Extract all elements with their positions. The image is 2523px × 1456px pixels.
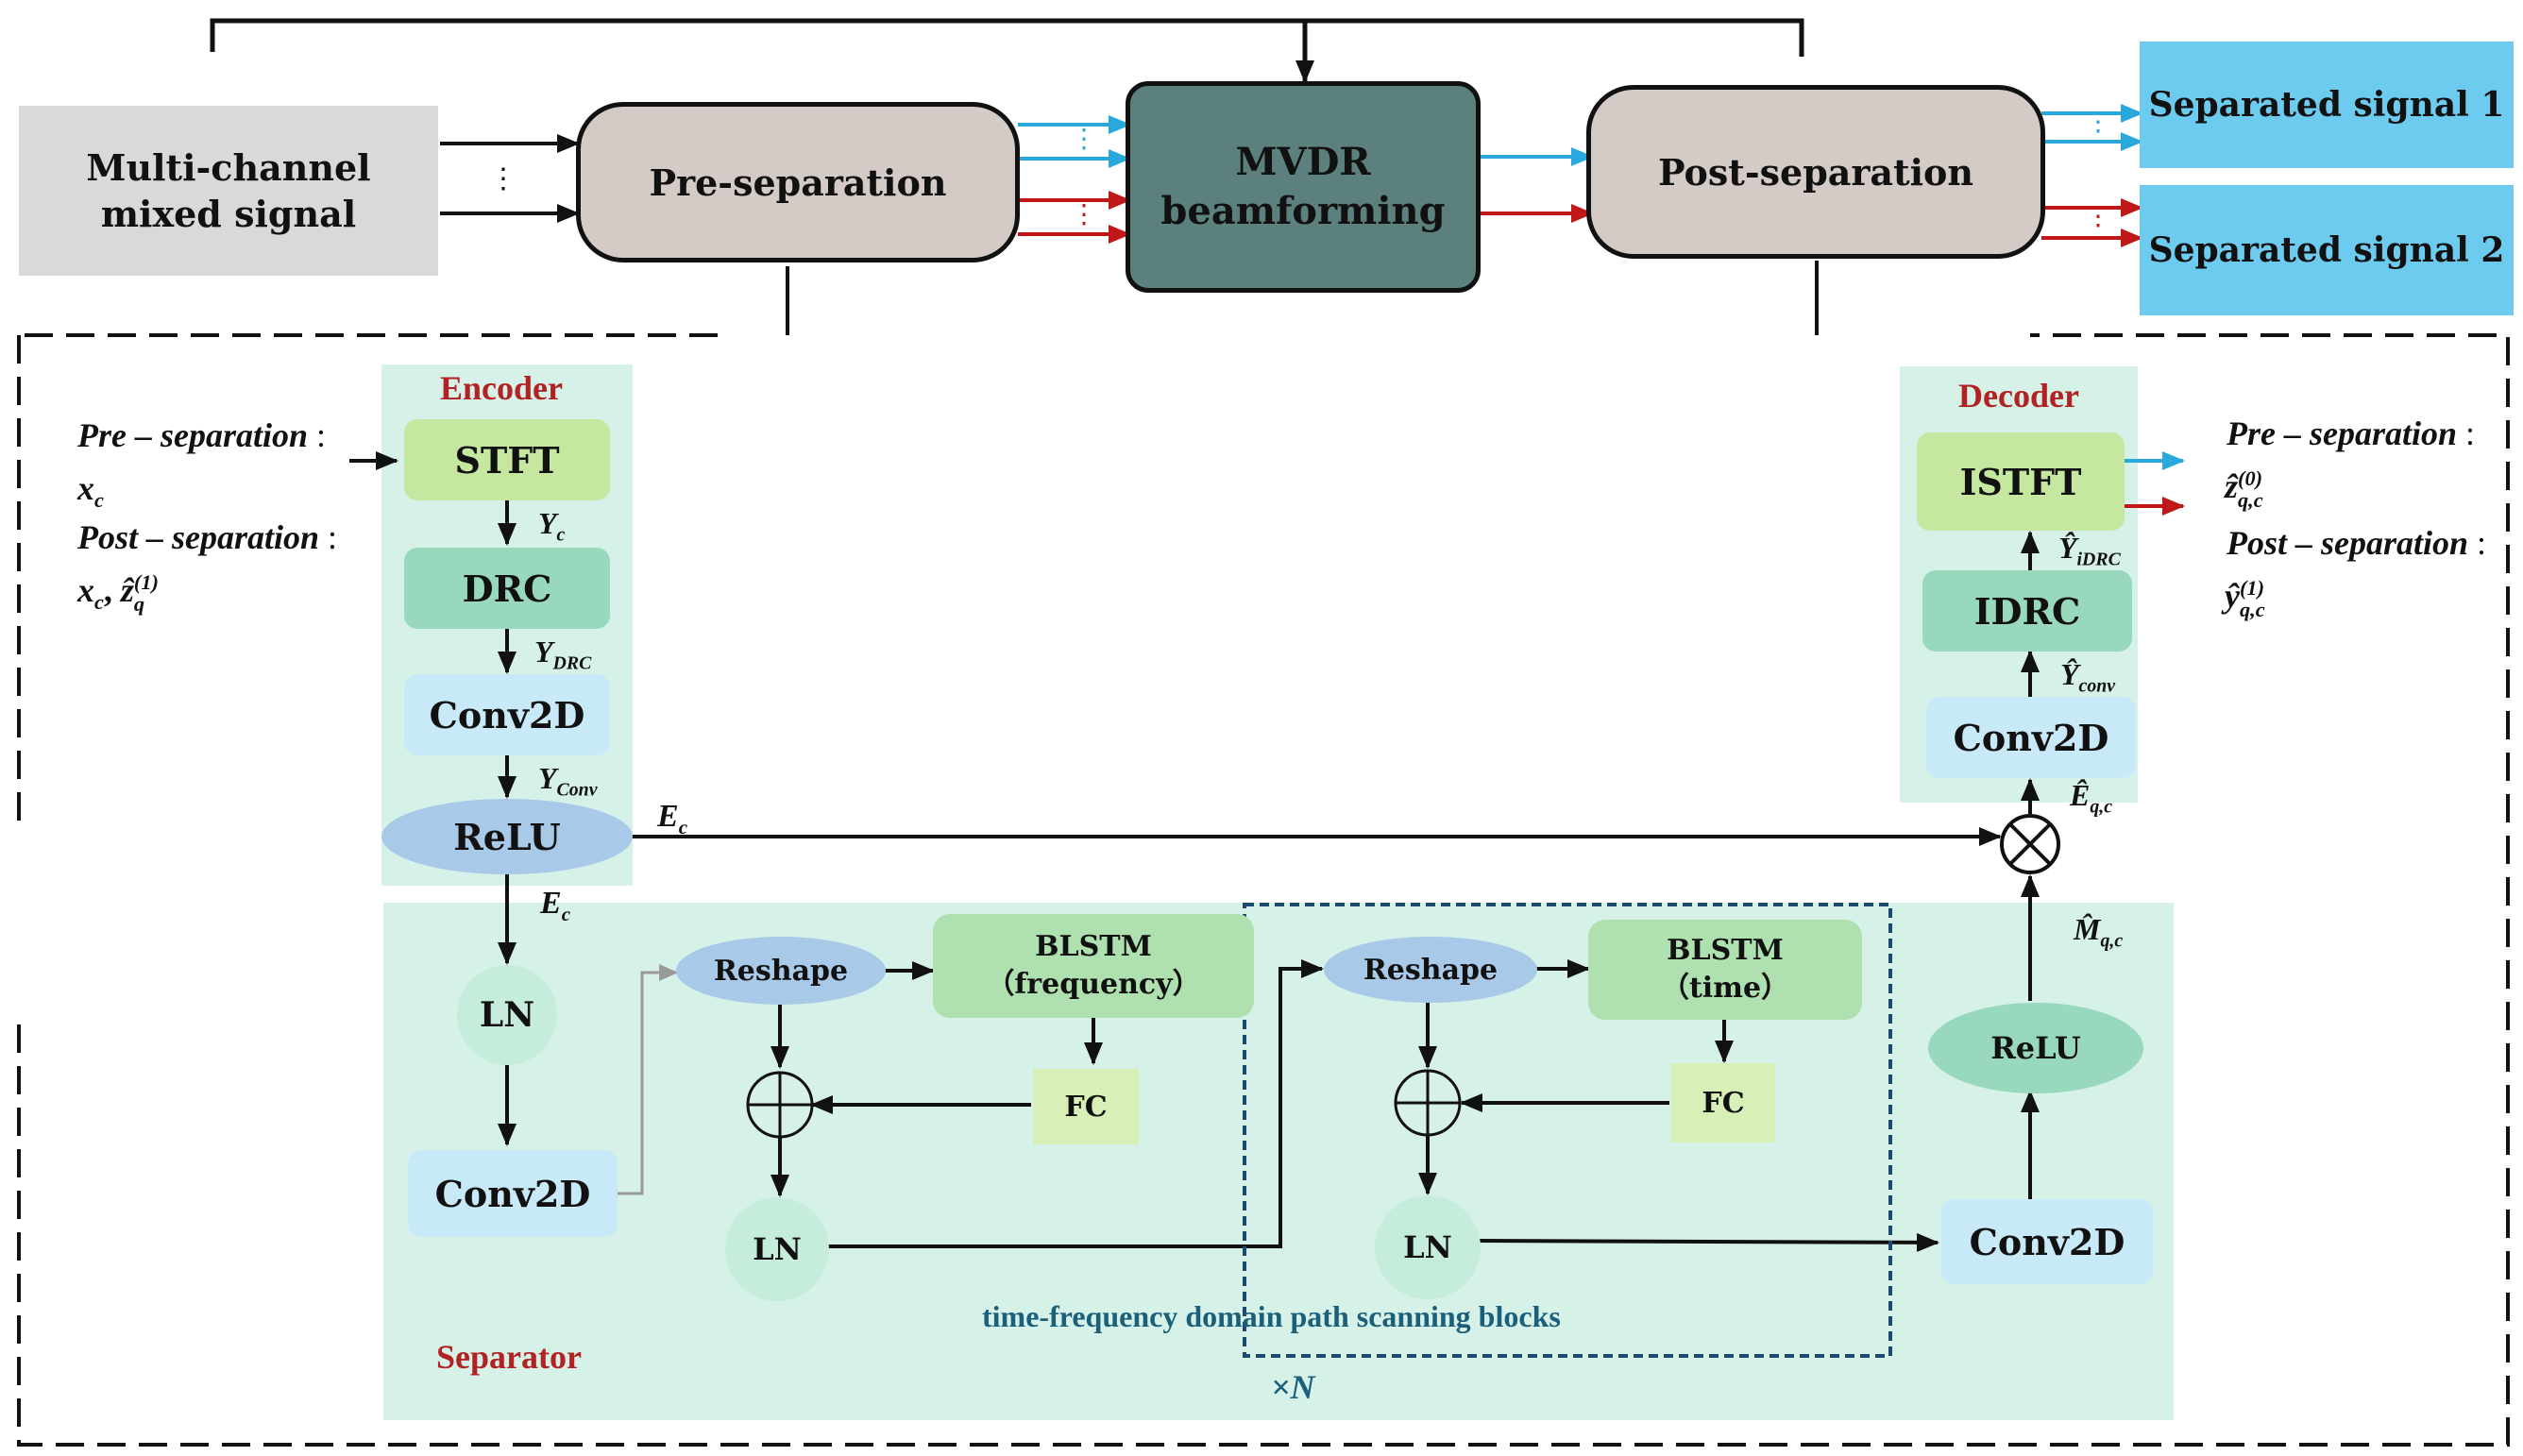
reshape-1-label: Reshape <box>713 954 849 988</box>
mqc-label: M̂q,c <box>2074 912 2124 952</box>
separator-ln-circle: LN <box>457 965 557 1065</box>
encoder-relu-label: ReLU <box>453 815 561 858</box>
pre-separation-box: Pre-separation <box>576 102 1020 262</box>
blstm-time-line1: BLSTM <box>1667 933 1784 967</box>
blstm-time-box: BLSTM （time） <box>1588 920 1862 1020</box>
encoder-input-pre-symbol: xc <box>77 469 104 513</box>
ydec-conv-label: Ŷconv <box>2060 657 2116 697</box>
separator-ln-label: LN <box>479 995 535 1035</box>
separator-conv2d-box: Conv2D <box>408 1150 618 1237</box>
idrc-label: IDRC <box>1973 589 2081 633</box>
post-red-dots: ⋮ <box>2085 202 2111 231</box>
reshape-1-ellipse: Reshape <box>676 937 886 1005</box>
decoder-output-pre-label: Pre – separation : <box>2227 415 2476 452</box>
istft-label: ISTFT <box>1959 460 2082 503</box>
repeat-n-label: ×N <box>1271 1368 1315 1406</box>
separator-title: Separator <box>436 1338 582 1376</box>
ln-3-circle: LN <box>1375 1195 1481 1299</box>
ln-2-label: LN <box>753 1231 802 1267</box>
yconv-label: YConv <box>538 761 598 801</box>
blstm-frequency-line1: BLSTM <box>1035 929 1152 963</box>
decoder-output-post-symbol: ŷ(1)q,c <box>2225 576 2265 621</box>
ln-3-label: LN <box>1403 1229 1452 1265</box>
fc-2-box: FC <box>1671 1063 1775 1143</box>
pre-red-dots: ⋮ <box>1071 200 1097 229</box>
decoder-conv2d-label: Conv2D <box>1953 716 2109 759</box>
mvdr-box: MVDR beamforming <box>1126 81 1481 293</box>
output-signal-1-label: Separated signal 1 <box>2148 85 2505 125</box>
separator-relu-ellipse: ReLU <box>1928 1003 2143 1093</box>
post-separation-box: Post-separation <box>1586 85 2045 259</box>
separator-output-conv2d-box: Conv2D <box>1941 1199 2153 1284</box>
idrc-box: IDRC <box>1922 570 2132 652</box>
separator-relu-label: ReLU <box>1990 1030 2081 1066</box>
encoder-conv2d-box: Conv2D <box>404 674 610 755</box>
decoder-output-pre-symbol: ẑ(0)q,c <box>2225 466 2263 512</box>
stft-label: STFT <box>454 438 560 482</box>
mvdr-label: MVDR beamforming <box>1160 140 1446 233</box>
ec-top-label: Ec <box>657 799 688 838</box>
input-dots: ⋮ <box>489 163 517 195</box>
decoder-output-post-label: Post – separation : <box>2227 524 2487 562</box>
pre-separation-label: Pre-separation <box>649 161 947 204</box>
eqc-label: Êq,c <box>2070 778 2113 818</box>
decoder-conv2d-box: Conv2D <box>1926 697 2136 778</box>
fc-1-box: FC <box>1033 1069 1139 1144</box>
separator-conv2d-label: Conv2D <box>434 1172 591 1215</box>
decoder-title: Decoder <box>1958 377 2079 415</box>
stft-box: STFT <box>404 419 610 500</box>
yc-label: Yc <box>538 506 566 546</box>
istft-box: ISTFT <box>1917 432 2125 531</box>
encoder-title: Encoder <box>440 369 563 407</box>
blstm-frequency-box: BLSTM （frequency） <box>933 914 1254 1018</box>
input-signal-box: Multi-channel mixed signal <box>19 106 438 276</box>
yidrc-label: ŶiDRC <box>2058 531 2121 570</box>
fc-2-label: FC <box>1702 1086 1745 1120</box>
blstm-frequency-line2: （frequency） <box>986 968 1201 1001</box>
post-blue-dots: ⋮ <box>2085 108 2111 137</box>
output-signal-1-box: Separated signal 1 <box>2140 42 2514 168</box>
reshape-2-ellipse: Reshape <box>1324 937 1537 1003</box>
ec-bottom-label: Ec <box>540 886 571 925</box>
fc-1-label: FC <box>1064 1090 1108 1124</box>
reshape-2-label: Reshape <box>1363 953 1499 987</box>
blstm-time-line2: （time） <box>1660 972 1790 1005</box>
output-signal-2-box: Separated signal 2 <box>2140 185 2514 315</box>
drc-box: DRC <box>404 548 610 629</box>
ln-2-circle: LN <box>725 1197 829 1301</box>
encoder-input-post-symbol: xc, ẑ(1)q <box>77 570 159 616</box>
path-scanning-block-label: time-frequency domain path scanning bloc… <box>982 1299 1561 1333</box>
input-signal-label: Multi-channel mixed signal <box>86 145 371 235</box>
encoder-input-post-label: Post – separation : <box>77 518 338 556</box>
pre-blue-dots: ⋮ <box>1071 125 1097 154</box>
post-separation-label: Post-separation <box>1658 150 1973 194</box>
encoder-conv2d-label: Conv2D <box>429 693 585 736</box>
encoder-input-pre-label: Pre – separation : <box>77 416 327 454</box>
drc-label: DRC <box>462 567 552 610</box>
ydrc-label: YDRC <box>534 635 592 674</box>
encoder-relu-ellipse: ReLU <box>381 799 633 874</box>
separator-output-conv2d-label: Conv2D <box>1969 1220 2125 1263</box>
output-signal-2-label: Separated signal 2 <box>2148 230 2505 270</box>
